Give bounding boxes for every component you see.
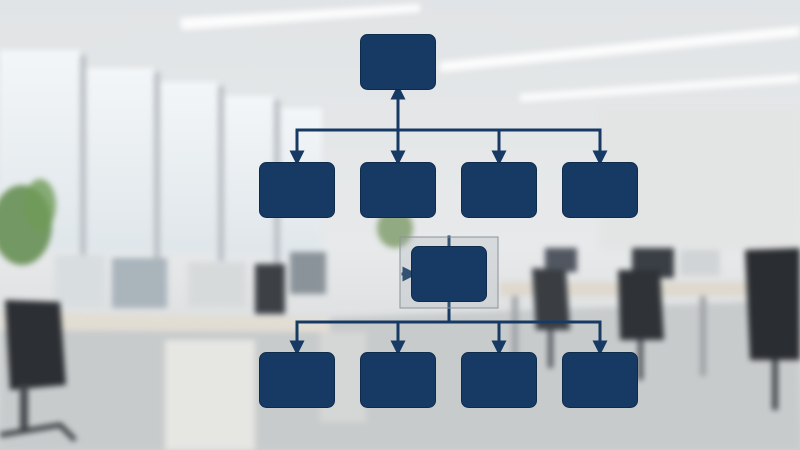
org-node-box — [562, 352, 638, 408]
org-node-box — [360, 352, 436, 408]
desk — [0, 282, 800, 450]
office-window — [160, 82, 218, 254]
org-node-l4-2 — [360, 352, 436, 408]
monitor-icon — [680, 250, 720, 276]
office-window — [86, 68, 154, 253]
monitor-icon — [290, 252, 326, 294]
org-node-box — [461, 162, 537, 218]
org-node-l4-4 — [562, 352, 638, 408]
org-node-box — [562, 162, 638, 218]
org-node-top — [360, 34, 436, 90]
ceiling-light-icon — [180, 4, 420, 30]
monitor-icon — [55, 255, 105, 307]
org-node-l2-3 — [461, 162, 537, 218]
office-chair-icon — [618, 270, 664, 380]
org-node-box — [411, 246, 487, 302]
org-node-l2-4 — [562, 162, 638, 218]
org-node-l2-1 — [259, 162, 335, 218]
org-node-box — [461, 352, 537, 408]
org-node-l4-1 — [259, 352, 335, 408]
office-chair-icon — [532, 268, 570, 368]
org-node-l4-3 — [461, 352, 537, 408]
office-chair-icon — [745, 248, 800, 410]
org-node-box — [259, 352, 335, 408]
monitor-icon — [255, 264, 285, 314]
org-node-box — [360, 34, 436, 90]
org-node-box — [259, 162, 335, 218]
ceiling-light-icon — [520, 74, 800, 102]
ceiling-light-icon — [440, 26, 800, 72]
monitor-icon — [545, 248, 577, 272]
monitor-icon — [112, 258, 167, 308]
org-node-box — [360, 162, 436, 218]
org-node-sub-manager — [411, 246, 487, 302]
org-node-l2-2 — [360, 162, 436, 218]
monitor-icon — [188, 262, 246, 307]
office-chair-icon — [0, 300, 77, 442]
